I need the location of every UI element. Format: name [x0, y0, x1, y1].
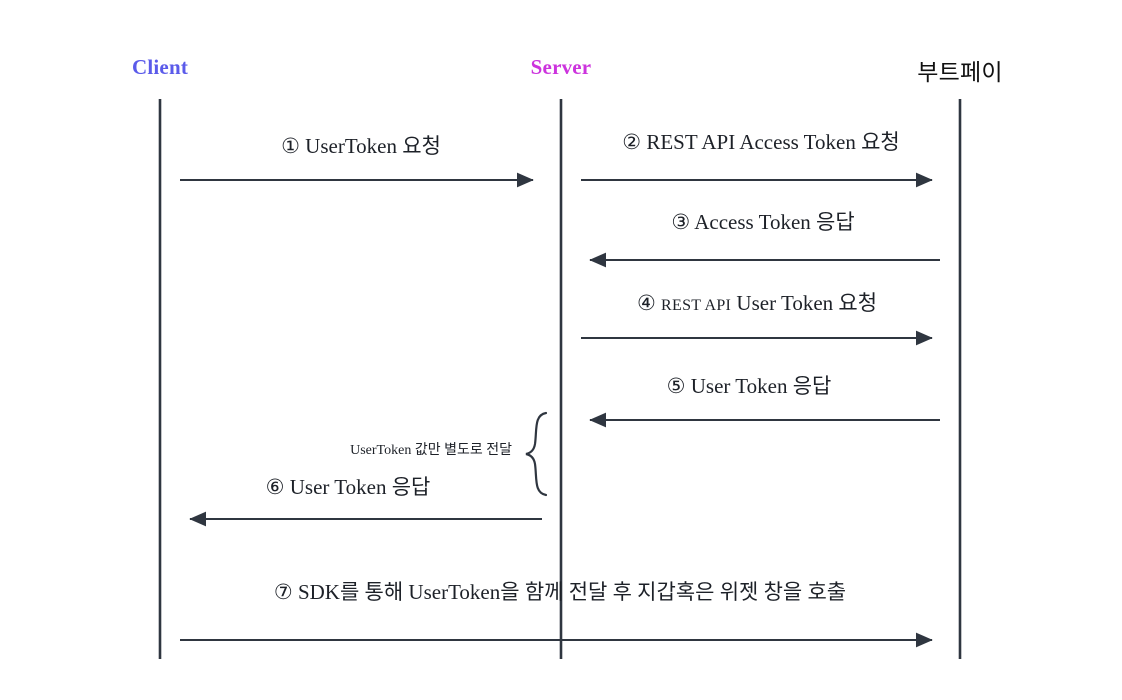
message-4-api-prefix: REST API — [661, 297, 732, 314]
lifelines — [158, 99, 962, 659]
message-label-7: ⑦ SDK를 통해 UserToken을 함께 전달 후 지갑혹은 위젯 창을 … — [273, 580, 847, 604]
message-arrows — [180, 172, 940, 648]
message-label-3: ③ Access Token 응답 — [671, 210, 855, 234]
message-label-4: ④ REST API User Token 요청 — [637, 291, 877, 315]
message-4-rest: User Token 요청 — [731, 291, 878, 315]
message-label-6: ⑥ User Token 응답 — [265, 475, 431, 499]
annotation-brace — [525, 411, 548, 497]
message-label-2: ② REST API Access Token 요청 — [622, 130, 900, 154]
actor-label-client: Client — [131, 55, 189, 79]
actor-label-bootpay: 부트페이 — [917, 60, 1003, 85]
annotation-text: UserToken 값만 별도로 전달 — [350, 443, 512, 458]
message-4-number: ④ — [636, 291, 662, 315]
message-label-5: ⑤ User Token 응답 — [666, 374, 832, 398]
actor-label-server: Server — [530, 55, 592, 79]
message-label-1: ① UserToken 요청 — [281, 134, 441, 158]
